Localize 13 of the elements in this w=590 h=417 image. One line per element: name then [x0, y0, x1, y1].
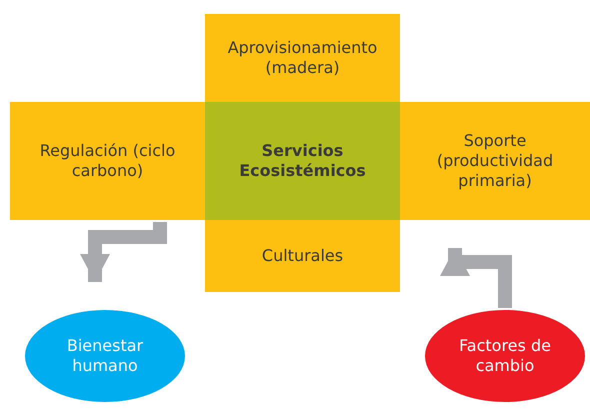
- service-box: [205, 220, 400, 292]
- node-label: Soporte (productividad primaria): [436, 131, 554, 191]
- node-label: Culturales: [262, 246, 344, 266]
- node-label: Aprovisionamiento (madera): [226, 38, 378, 78]
- arrow: [80, 222, 167, 282]
- node-label: Bienestar humano: [66, 336, 144, 376]
- service-box: [10, 102, 205, 220]
- service-box: [205, 14, 400, 102]
- node-label: Regulación (ciclo carbono): [38, 141, 176, 181]
- node-label: Factores de cambio: [458, 336, 552, 376]
- node-label: Servicios Ecosistémicos: [238, 141, 367, 181]
- center-box: [205, 102, 400, 220]
- service-box: [400, 102, 590, 220]
